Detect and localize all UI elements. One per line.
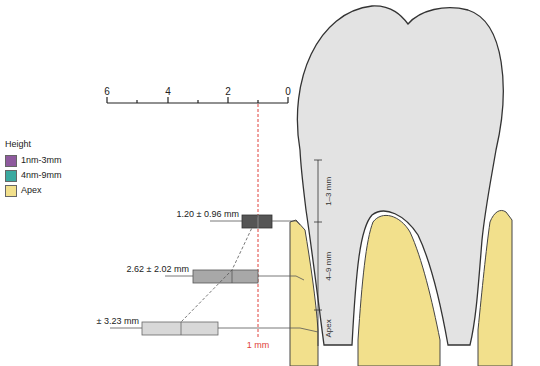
reference-line [258,104,259,338]
legend-swatch [5,170,17,182]
interradicular-bone [358,215,440,366]
measurement-value: ± 3.23 mm [96,317,140,327]
reference-label: 1 mm [246,341,271,351]
height-zone-label: 4–9 mm [325,252,334,281]
scale-number: 6 [104,86,110,97]
legend-swatch [5,185,17,197]
measurement-value: 1.20 ± 0.96 mm [176,210,240,220]
scale-bar [107,97,288,103]
legend-text: Apex [21,186,42,196]
alveolar-bone [290,220,318,366]
legend-text: 1nm-3mm [21,156,62,166]
box-plots [110,215,318,335]
scale-number: 2 [225,86,231,97]
alveolar-bone [478,210,512,366]
height-zone-label: 1–3 mm [325,177,334,206]
legend-text: 4nm-9mm [21,171,62,181]
height-zone-label: Apex [325,319,334,337]
measurement-value: 2.62 ± 2.02 mm [126,265,190,275]
root-axis [314,160,322,346]
scale-number: 4 [165,86,171,97]
legend-title: Height [5,140,31,150]
legend-swatch [5,155,17,167]
scale-number: 0 [285,86,291,97]
